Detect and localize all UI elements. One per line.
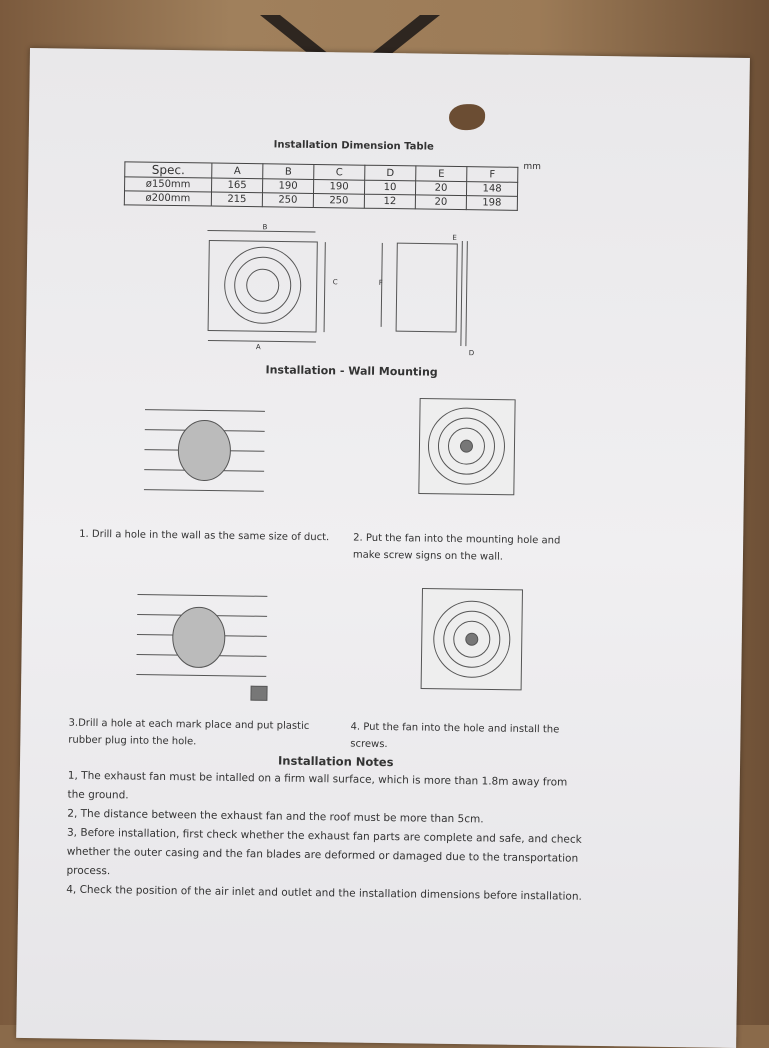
step-2-text: 2. Put the fan into the mounting hole an… bbox=[352, 532, 561, 563]
dimension-table-title: Installation Dimension Table bbox=[273, 139, 434, 153]
notes-list: 1, The exhaust fan must be intalled on a… bbox=[66, 767, 588, 907]
fan-front-view-diagram bbox=[207, 229, 326, 343]
step2-illustration bbox=[418, 397, 516, 496]
notes-title: Installation Notes bbox=[277, 753, 394, 770]
instruction-sheet: Installation Dimension Table mm Spec. A … bbox=[16, 48, 750, 1048]
box-logo-icon bbox=[260, 15, 440, 55]
fan-side-view-diagram bbox=[380, 241, 468, 347]
header-cell: F bbox=[466, 166, 518, 183]
step4-illustration bbox=[420, 588, 523, 691]
dimension-label-b: B bbox=[262, 223, 268, 232]
paper-tear bbox=[448, 103, 486, 131]
table-cell: ø150mm bbox=[124, 176, 212, 193]
table-cell: 190 bbox=[262, 178, 314, 194]
header-cell: E bbox=[415, 165, 467, 182]
wall-mounting-title: Installation - Wall Mounting bbox=[265, 363, 438, 379]
header-cell: D bbox=[364, 165, 416, 181]
step-1-text: 1. Drill a hole in the wall as the same … bbox=[79, 528, 330, 544]
header-cell: A bbox=[211, 163, 263, 179]
step3-illustration bbox=[136, 594, 268, 701]
table-cell: 20 bbox=[415, 194, 467, 210]
table-cell: 12 bbox=[364, 194, 416, 209]
table-cell: 190 bbox=[313, 179, 365, 195]
header-cell: Spec. bbox=[124, 161, 212, 179]
note-item: 3, Before installation, first check whet… bbox=[66, 826, 582, 878]
header-cell: C bbox=[313, 164, 365, 181]
dimension-label-a: A bbox=[255, 343, 261, 352]
table-cell: 250 bbox=[262, 192, 314, 208]
header-cell: B bbox=[262, 163, 314, 180]
step-3-text: 3.Drill a hole at each mark place and pu… bbox=[68, 717, 310, 748]
table-cell: 148 bbox=[466, 181, 518, 197]
table-cell: 20 bbox=[415, 180, 467, 196]
table-cell: ø200mm bbox=[124, 190, 212, 207]
table-cell: 10 bbox=[364, 180, 416, 195]
dimension-label-e: E bbox=[452, 233, 457, 242]
dimension-label-f: F bbox=[378, 278, 383, 287]
dimension-table: Spec. A B C D E F ø150mm 165 190 190 10 … bbox=[124, 161, 519, 211]
table-cell: 215 bbox=[211, 192, 263, 207]
table-cell: 198 bbox=[466, 195, 518, 211]
dimension-label-c: C bbox=[332, 278, 338, 287]
table-cell: 250 bbox=[313, 193, 365, 209]
unit-label: mm bbox=[523, 161, 542, 173]
dimension-label-d: D bbox=[468, 349, 475, 358]
step-4-text: 4. Put the fan into the hole and install… bbox=[350, 721, 560, 751]
step1-illustration bbox=[143, 409, 265, 492]
table-cell: 165 bbox=[211, 178, 263, 193]
